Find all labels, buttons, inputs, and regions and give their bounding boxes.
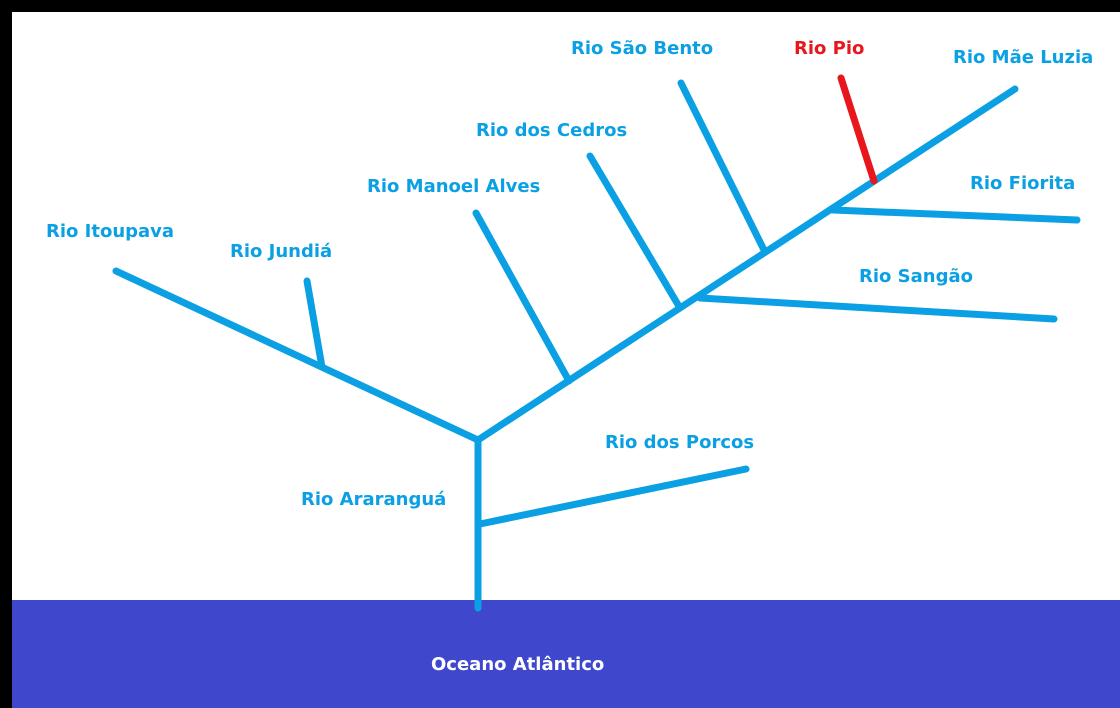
river-label-mae-luzia: Rio Mãe Luzia xyxy=(953,47,1094,68)
river-label-manoel-alves: Rio Manoel Alves xyxy=(367,176,541,197)
river-label-jundia: Rio Jundiá xyxy=(230,241,333,262)
ocean-area xyxy=(12,600,1120,708)
river-cedros xyxy=(586,152,684,312)
river-label-fiorita: Rio Fiorita xyxy=(970,173,1076,194)
ocean-label: Oceano Atlântico xyxy=(431,654,605,675)
river-fiorita xyxy=(829,206,1081,224)
river-jundia xyxy=(303,277,326,371)
river-sangao xyxy=(696,294,1058,323)
river-label-cedros: Rio dos Cedros xyxy=(476,120,628,141)
river-sao-bento xyxy=(677,79,769,256)
river-label-itoupava: Rio Itoupava xyxy=(46,221,175,242)
river-itoupava xyxy=(112,267,482,444)
river-label-pio: Rio Pio xyxy=(794,38,865,59)
river-label-ararangua: Rio Araranguá xyxy=(301,489,447,510)
river-porcos xyxy=(476,465,750,528)
river-label-sangao: Rio Sangão xyxy=(859,266,973,287)
river-pio xyxy=(837,74,878,185)
river-label-porcos: Rio dos Porcos xyxy=(605,432,755,453)
river-manoel-alves xyxy=(472,209,573,385)
river-label-sao-bento: Rio São Bento xyxy=(571,38,714,59)
